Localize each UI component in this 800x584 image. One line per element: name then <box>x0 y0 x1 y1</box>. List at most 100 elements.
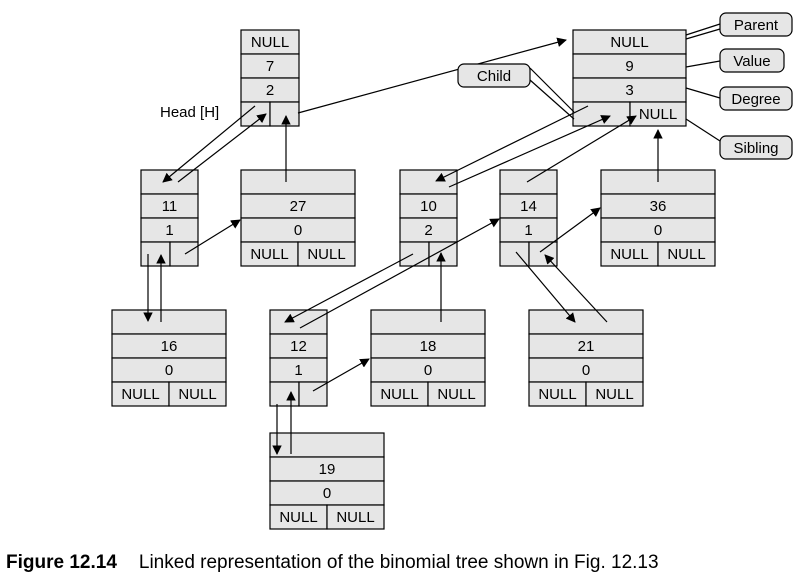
pointer-arrow <box>544 254 608 323</box>
node-child-text: NULL <box>250 246 288 263</box>
node-sibling-text: NULL <box>595 386 633 403</box>
node-parent-cell <box>399 169 458 195</box>
node-sibling-cell <box>297 241 356 267</box>
node-degree-cell <box>269 480 385 506</box>
node-sibling-cell <box>428 241 458 267</box>
pointer-arrow <box>162 105 256 183</box>
parent-callout-connector <box>685 28 721 40</box>
node-child-text: NULL <box>121 386 159 403</box>
child-callout-label: Child <box>477 68 511 85</box>
node-parent-cell <box>240 29 300 55</box>
child-callout-box <box>457 63 531 88</box>
node-child-cell <box>399 241 430 267</box>
node-sibling-text: NULL <box>336 509 374 526</box>
sibling-callout-box <box>719 135 793 160</box>
node-10: 102 <box>399 169 458 267</box>
node-sibling-cell <box>528 241 558 267</box>
node-degree-text: 2 <box>424 222 432 239</box>
pointer-arrow <box>184 219 241 255</box>
node-degree-text: 0 <box>294 222 302 239</box>
node-sibling-cell <box>168 381 227 407</box>
node-value-text: 11 <box>162 198 178 215</box>
node-sibling-cell <box>585 381 644 407</box>
node-degree-cell <box>600 217 716 243</box>
node-value-text: 12 <box>290 338 307 355</box>
node-parent-text: NULL <box>610 34 648 51</box>
node-child-cell <box>140 241 171 267</box>
node-degree-text: 0 <box>424 362 432 379</box>
node-parent-cell <box>528 309 644 335</box>
sibling-callout-connector <box>685 118 721 142</box>
node-parent-cell <box>269 432 385 458</box>
pointer-arrow <box>448 115 611 188</box>
node-value-text: 19 <box>319 461 336 478</box>
value-callout: Value <box>685 48 785 73</box>
parent-callout-connector <box>685 23 721 36</box>
sibling-callout-label: Sibling <box>733 140 778 157</box>
node-sibling-text: NULL <box>667 246 705 263</box>
node-child-text: NULL <box>538 386 576 403</box>
node-child-cell <box>111 381 170 407</box>
node-child-text: NULL <box>610 246 648 263</box>
node-degree-text: 0 <box>165 362 173 379</box>
node-value-text: 36 <box>650 198 667 215</box>
child-callout-connector <box>529 67 575 113</box>
node-degree-text: 2 <box>266 82 274 99</box>
node-value-cell <box>572 53 687 79</box>
node-child-text: NULL <box>380 386 418 403</box>
node-sibling-text: NULL <box>178 386 216 403</box>
node-14: 141 <box>499 169 558 267</box>
node-child-cell <box>269 381 300 407</box>
node-degree-cell <box>140 217 199 243</box>
node-value-text: 18 <box>420 338 437 355</box>
node-parent-text: NULL <box>251 34 289 51</box>
node-child-cell <box>240 241 299 267</box>
figure-label: Figure 12.14 <box>6 552 117 573</box>
node-parent-cell <box>111 309 227 335</box>
pointer-arrow <box>297 37 567 114</box>
node-value-text: 27 <box>290 198 307 215</box>
node-12: 121 <box>269 309 328 407</box>
node-value-text: 16 <box>161 338 178 355</box>
node-sibling-cell <box>629 101 687 127</box>
node-value-cell <box>140 193 199 219</box>
degree-callout-label: Degree <box>731 91 780 108</box>
parent-callout-label: Parent <box>734 17 779 34</box>
node-value-text: 10 <box>420 198 437 215</box>
child-callout: Child <box>457 63 575 120</box>
node-child-cell <box>528 381 587 407</box>
sibling-callout: Sibling <box>685 118 793 160</box>
degree-callout: Degree <box>685 86 793 111</box>
pointer-arrow <box>177 113 267 183</box>
node-degree-text: 0 <box>323 485 331 502</box>
degree-callout-box <box>719 86 793 111</box>
node-sibling-cell <box>427 381 486 407</box>
value-callout-box <box>719 48 785 73</box>
node-value-cell <box>399 193 458 219</box>
node-sibling-cell <box>326 504 385 530</box>
pointer-arrow <box>526 115 637 183</box>
node-degree-text: 0 <box>582 362 590 379</box>
parent-callout: Parent <box>685 12 793 40</box>
node-degree-text: 1 <box>524 222 532 239</box>
node-child-cell <box>572 101 631 127</box>
node-value-cell <box>269 456 385 482</box>
node-sibling-cell <box>169 241 199 267</box>
pointer-arrow <box>515 251 576 323</box>
node-child-cell <box>269 504 328 530</box>
node-degree-text: 0 <box>654 222 662 239</box>
node-degree-cell <box>269 357 328 383</box>
node-sibling-text: NULL <box>307 246 345 263</box>
node-degree-cell <box>499 217 558 243</box>
node-parent-cell <box>240 169 356 195</box>
node-7: NULL 7 2 <box>240 29 300 127</box>
node-value-text: 7 <box>266 58 274 75</box>
node-parent-cell <box>269 309 328 335</box>
node-parent-cell <box>499 169 558 195</box>
